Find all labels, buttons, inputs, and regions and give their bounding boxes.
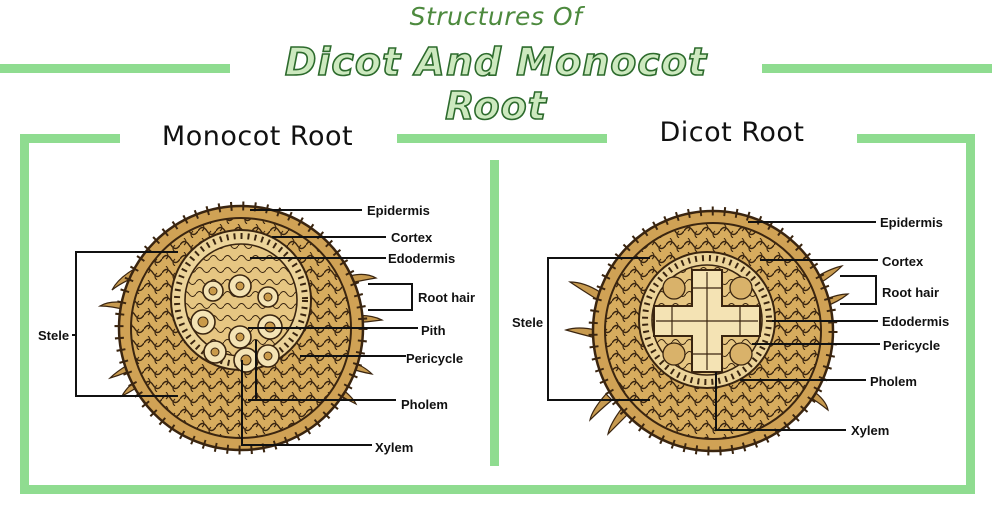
dicot-label-pericycle: Pericycle [883,338,941,353]
header-rule-left [0,64,230,73]
dicot-phloem [662,276,686,300]
monocot-label-cortex: Cortex [391,230,433,245]
dicot-root-hair [563,327,597,339]
dicot-root-hair [817,265,844,284]
monocot-label-phloem: Pholem [401,397,448,412]
dicot-root-hair [568,281,601,301]
frame-divider [490,160,499,466]
monocot-label-endodermis: Edodermis [388,251,456,266]
monocot-label-stele: Stele [38,328,70,343]
monocot-label-xylem: Xylem [375,440,414,455]
dicot-label-root-hair: Root hair [882,285,940,300]
dicot-root-hair [607,407,629,436]
monocot-root-art [72,201,418,455]
main-title: Dicot And Monocot Root [284,39,708,129]
dicot-label-xylem: Xylem [851,423,890,438]
dicot-phloem [729,342,753,366]
monocot-label-pericycle: Pericycle [406,351,464,366]
dicot-root-art [547,206,880,456]
dicot-label-epidermis: Epidermis [880,215,943,230]
frame-top-left [20,134,120,143]
dicot-root-hair [589,393,613,422]
dicot-label-phloem: Pholem [870,374,917,389]
dicot-title: Dicot Root [659,117,805,148]
frame-bottom [20,485,975,494]
monocot-label-root-hair: Root hair [418,290,476,305]
monocot-title: Monocot Root [161,121,354,152]
dicot-label-endodermis: Edodermis [882,314,950,329]
frame-top-middle [397,134,607,143]
frame-right [966,134,975,494]
monocot-label-epidermis: Epidermis [367,203,430,218]
dicot-label-stele: Stele [512,315,544,330]
monocot-label-pith: Pith [421,323,446,338]
subtitle: Structures Of [409,2,583,31]
dicot-label-cortex: Cortex [882,254,924,269]
frame-left [20,134,29,494]
frame-top-right [857,134,975,143]
header-rule-right [762,64,992,73]
dicot-phloem [662,342,686,366]
dicot-phloem [729,276,753,300]
